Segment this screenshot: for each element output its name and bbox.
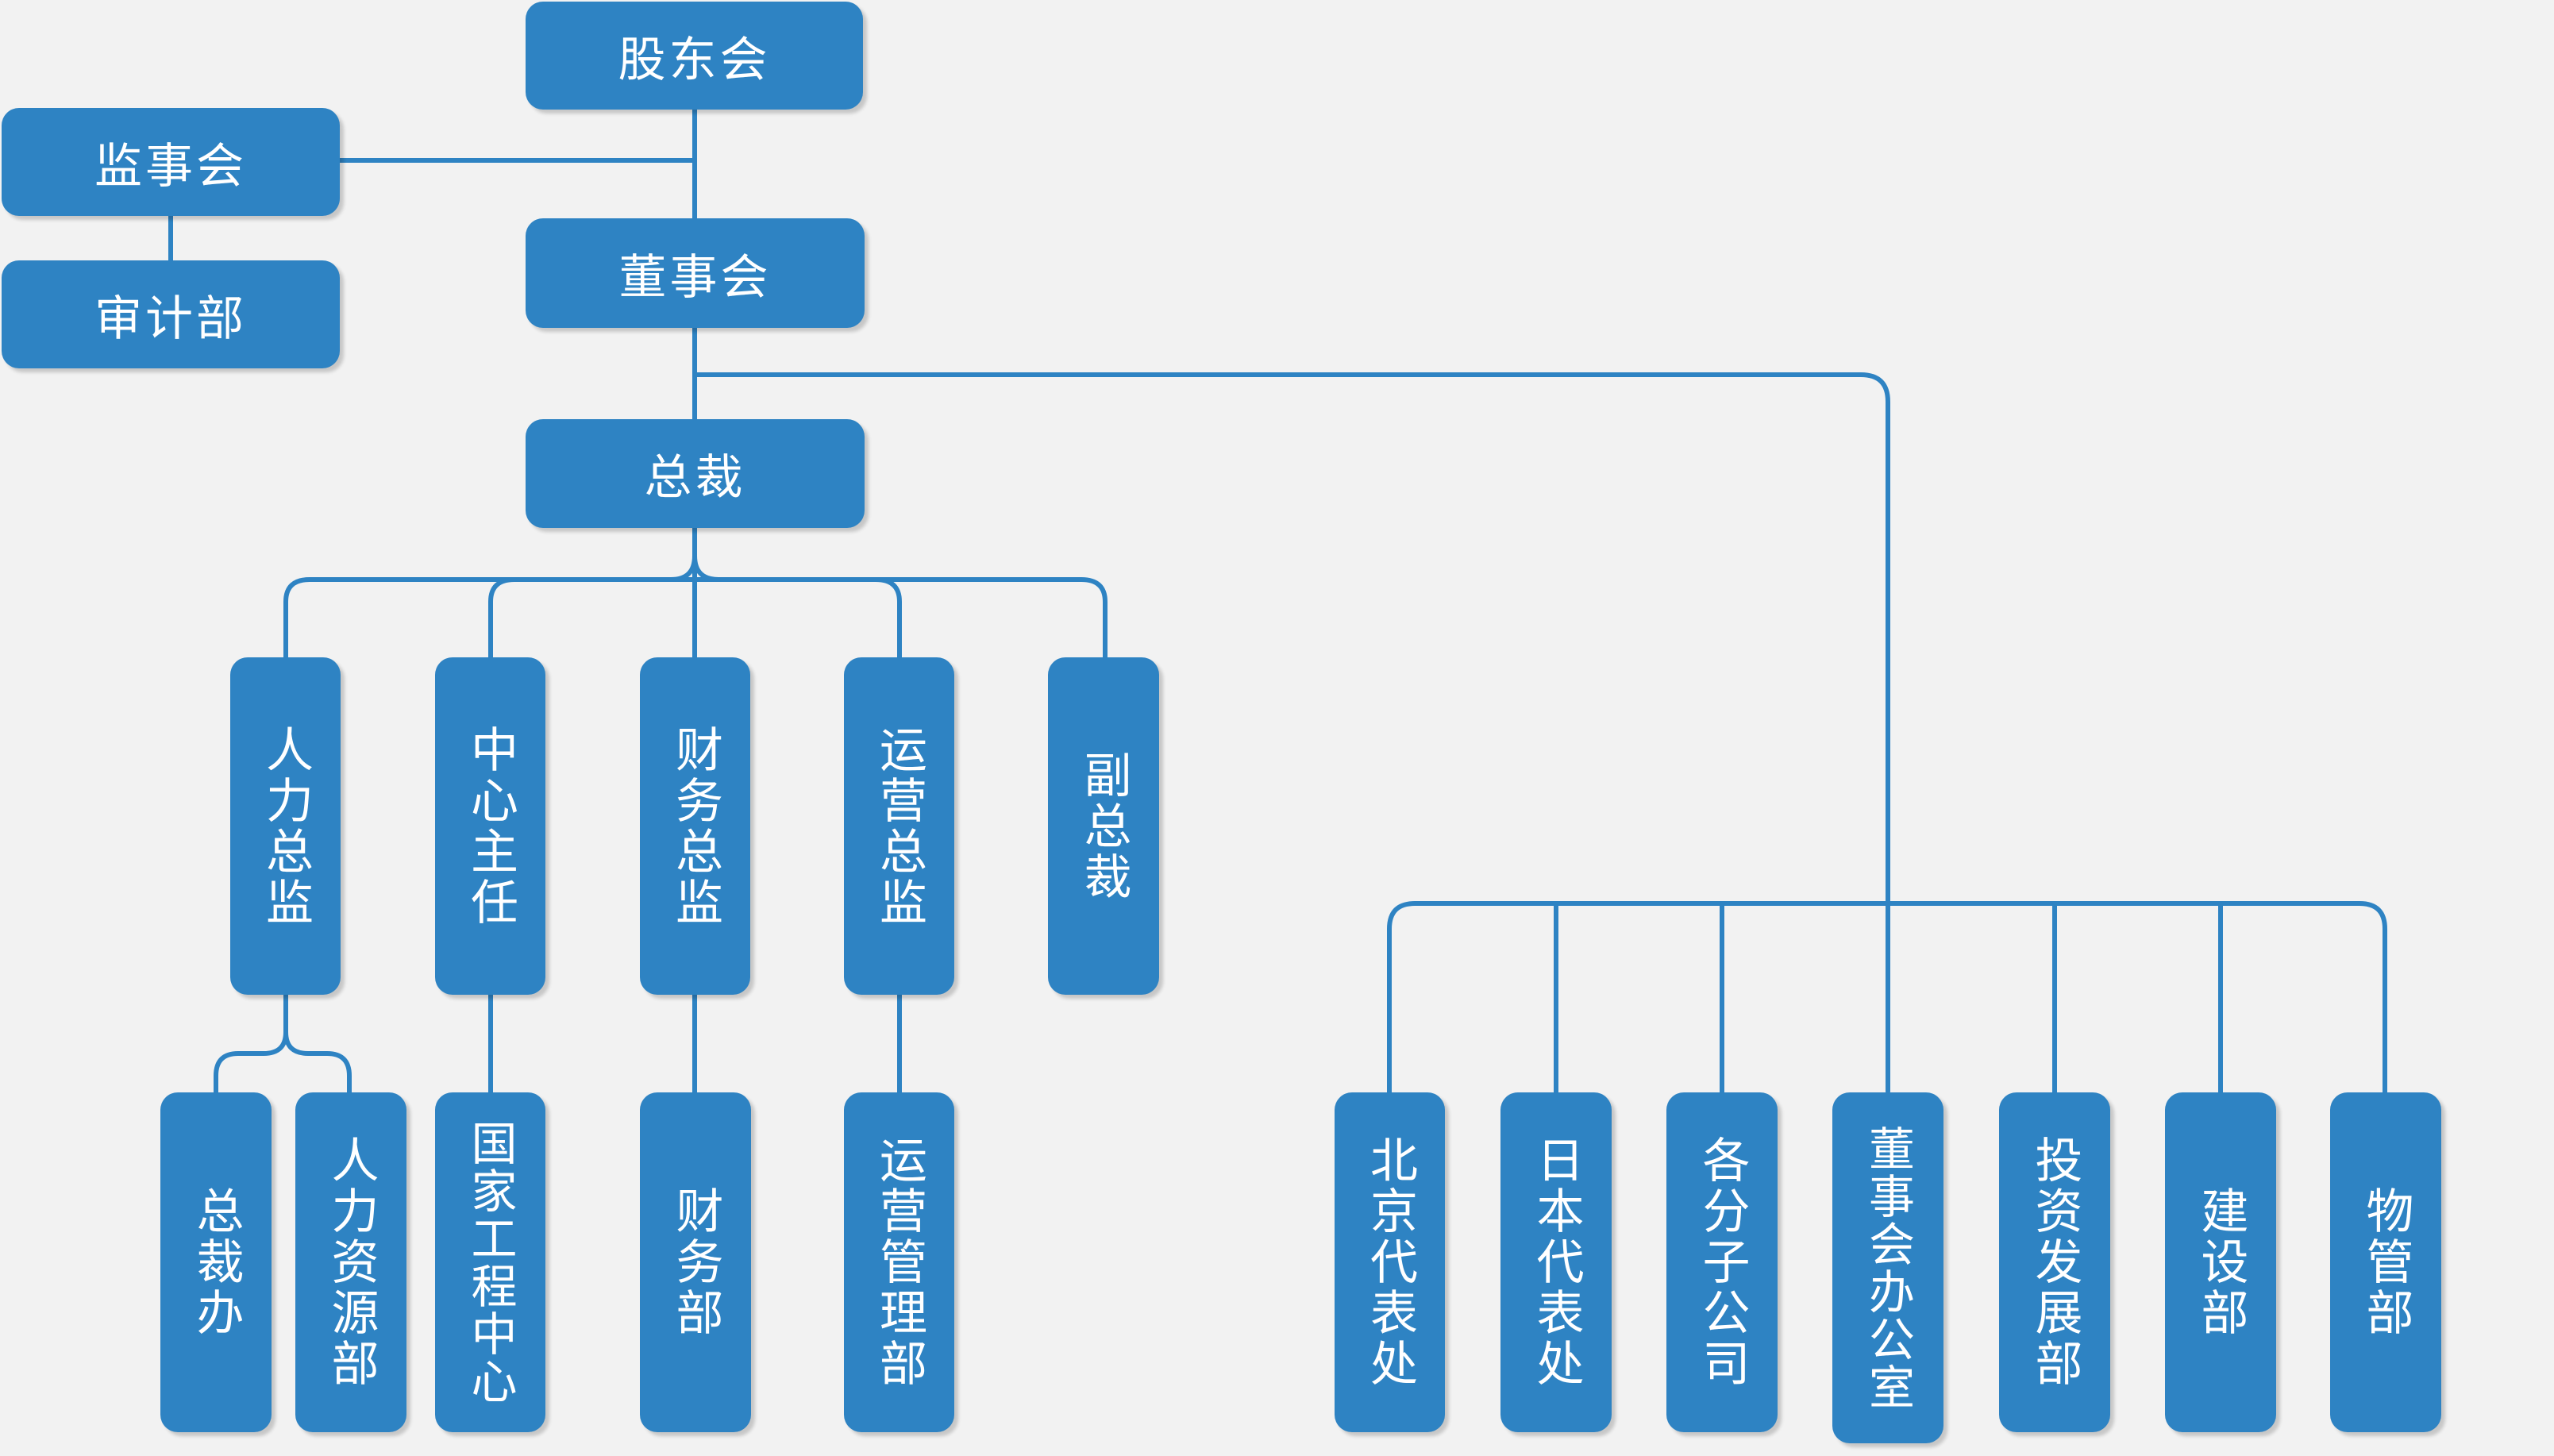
investment-development-node[interactable]: 投资发展部 (1999, 1092, 2110, 1432)
connector-director-drop-2 (488, 577, 517, 660)
finance-department-node[interactable]: 财务部 (640, 1092, 751, 1432)
board-of-directors-node[interactable]: 董事会 (526, 218, 865, 328)
shareholders-meeting-node[interactable]: 股东会 (526, 2, 863, 110)
operations-management-node[interactable]: 运营管理部 (844, 1092, 954, 1432)
connector-director-drop-4 (873, 577, 902, 660)
connector-hr-children (214, 992, 352, 1095)
operations-director-node[interactable]: 运营总监 (844, 657, 954, 995)
connector-right-bus (1387, 901, 2387, 1095)
center-director-node[interactable]: 中心主任 (435, 657, 545, 995)
supervisory-board-node[interactable]: 监事会 (2, 108, 340, 216)
national-engineering-center-node[interactable]: 国家工程中心 (435, 1092, 545, 1432)
connector-board-right (692, 372, 1890, 1094)
finance-director-node[interactable]: 财务总监 (640, 657, 750, 995)
vice-president-node[interactable]: 副总裁 (1048, 657, 1159, 995)
audit-department-node[interactable]: 审计部 (2, 260, 340, 368)
hr-department-node[interactable]: 人力资源部 (295, 1092, 406, 1432)
hr-director-node[interactable]: 人力总监 (230, 657, 341, 995)
president-office-node[interactable]: 总裁办 (160, 1092, 272, 1432)
connector-directors-curve-left (668, 553, 697, 582)
property-management-node[interactable]: 物管部 (2330, 1092, 2441, 1432)
president-node[interactable]: 总裁 (526, 419, 865, 528)
board-office-node[interactable]: 董事会办公室 (1832, 1092, 1943, 1443)
beijing-office-node[interactable]: 北京代表处 (1335, 1092, 1445, 1432)
connector-directors-curve-right (692, 553, 721, 582)
construction-department-node[interactable]: 建设部 (2165, 1092, 2276, 1432)
subsidiaries-node[interactable]: 各分子公司 (1666, 1092, 1778, 1432)
japan-office-node[interactable]: 日本代表处 (1500, 1092, 1612, 1432)
